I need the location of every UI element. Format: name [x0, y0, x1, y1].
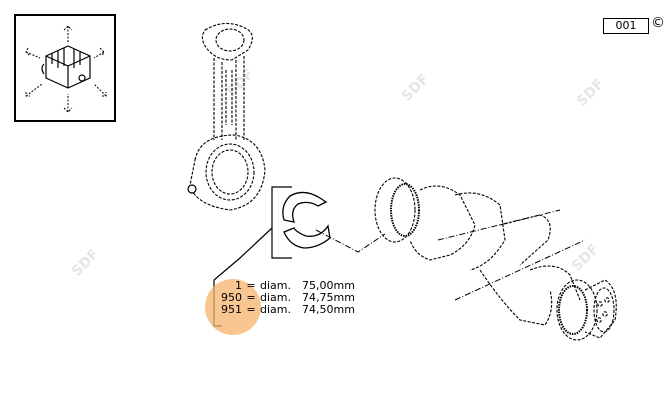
equals-sign: = — [246, 291, 256, 304]
engine-locator-thumbnail[interactable] — [14, 14, 116, 122]
part-code[interactable]: 951 — [221, 303, 242, 316]
size-legend: 1 = diam. 75,00mm 950 = diam. 74,75mm 95… — [214, 280, 355, 316]
part-code[interactable]: 950 — [221, 291, 242, 304]
equals-sign: = — [246, 303, 256, 316]
diameter-label: diam. — [260, 279, 291, 292]
diameter-value: 74,75mm — [302, 291, 355, 304]
legend-row[interactable]: 950 = diam. 74,75mm — [214, 292, 355, 304]
diameter-value: 74,50mm — [302, 303, 355, 316]
highlight-marker — [205, 279, 261, 335]
part-code[interactable]: 1 — [235, 279, 242, 292]
equals-sign: = — [246, 279, 256, 292]
legend-row[interactable]: 1 = diam. 75,00mm — [214, 280, 355, 292]
crankshaft-icon[interactable] — [374, 177, 617, 341]
diameter-label: diam. — [260, 303, 291, 316]
reference-number: 001 — [603, 18, 649, 34]
diameter-label: diam. — [260, 291, 291, 304]
bearing-shell-icon[interactable] — [282, 191, 331, 249]
copyright-symbol: © — [651, 15, 665, 31]
engine-block-locator-icon — [25, 25, 107, 113]
connecting-rod-icon[interactable] — [189, 22, 266, 211]
diameter-value: 75,00mm — [302, 279, 355, 292]
legend-row[interactable]: 951 = diam. 74,50mm — [214, 304, 355, 316]
